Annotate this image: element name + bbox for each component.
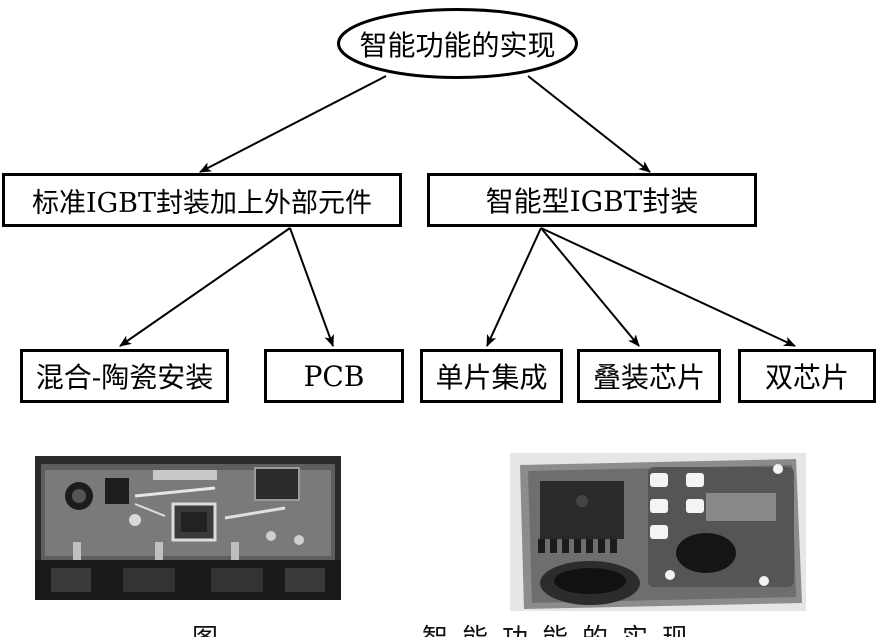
- node-monolithic: 单片集成: [420, 349, 563, 403]
- node-label: 标准IGBT封装加上外部元件: [31, 187, 373, 219]
- figure-caption: 智能功能的实现: [422, 612, 702, 637]
- root-node: 智能功能的实现: [335, 6, 580, 81]
- edge-smart-to-monolithic: [486, 227, 542, 347]
- edge-standard-to-pcb: [289, 227, 334, 347]
- figure-number-label: 图: [192, 612, 218, 637]
- node-label: 混合-陶瓷安装: [35, 361, 214, 394]
- photo-stacked-chip-package: [510, 453, 806, 611]
- node-smart-igbt-package: 智能型IGBT封装: [427, 173, 757, 227]
- edge-root-to-smart: [527, 75, 651, 173]
- node-label: 双芯片: [764, 361, 849, 394]
- edge-smart-to-dual: [540, 227, 796, 347]
- node-standard-igbt-plus-external: 标准IGBT封装加上外部元件: [2, 173, 402, 227]
- node-stacked-chip: 叠装芯片: [577, 349, 721, 403]
- node-label: PCB: [303, 359, 365, 393]
- node-pcb: PCB: [264, 349, 404, 403]
- node-hybrid-ceramic: 混合-陶瓷安装: [20, 349, 229, 403]
- edge-standard-to-hybrid: [119, 227, 291, 347]
- node-label: 叠装芯片: [592, 361, 705, 394]
- edge-smart-to-stacked: [540, 227, 640, 347]
- node-label: 单片集成: [435, 361, 548, 394]
- photo-hybrid-ceramic-module: [35, 456, 341, 600]
- edge-root-to-standard: [199, 75, 387, 173]
- node-dual-chip: 双芯片: [738, 349, 876, 403]
- node-label: 智能型IGBT封装: [485, 185, 699, 218]
- root-node-shape: [337, 8, 578, 79]
- root-node-label: 智能功能的实现: [359, 28, 556, 62]
